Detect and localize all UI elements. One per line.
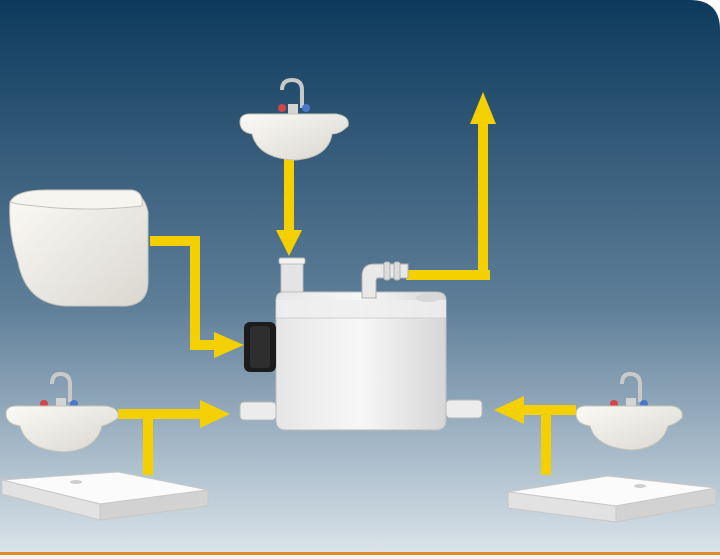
frame-corner (690, 0, 720, 30)
wash-basin-icon (239, 77, 349, 161)
macerator-pump-icon (239, 257, 483, 431)
shower-tray-icon (507, 475, 717, 523)
arrow-left-fixtures-to-pump (118, 400, 230, 475)
arrow-top-basin-to-pump (276, 158, 302, 256)
wash-basin-icon (575, 371, 683, 451)
bottom-border (0, 552, 720, 555)
wall-hung-toilet-icon (9, 189, 149, 307)
shower-tray-icon (1, 471, 209, 521)
arrow-right-fixtures-to-pump (494, 396, 576, 475)
arrow-pump-to-outlet (406, 92, 496, 280)
flow-arrows (118, 92, 576, 475)
arrow-toilet-to-pump (150, 236, 244, 358)
wash-basin-icon (5, 371, 119, 453)
bottom-strip (0, 555, 720, 559)
